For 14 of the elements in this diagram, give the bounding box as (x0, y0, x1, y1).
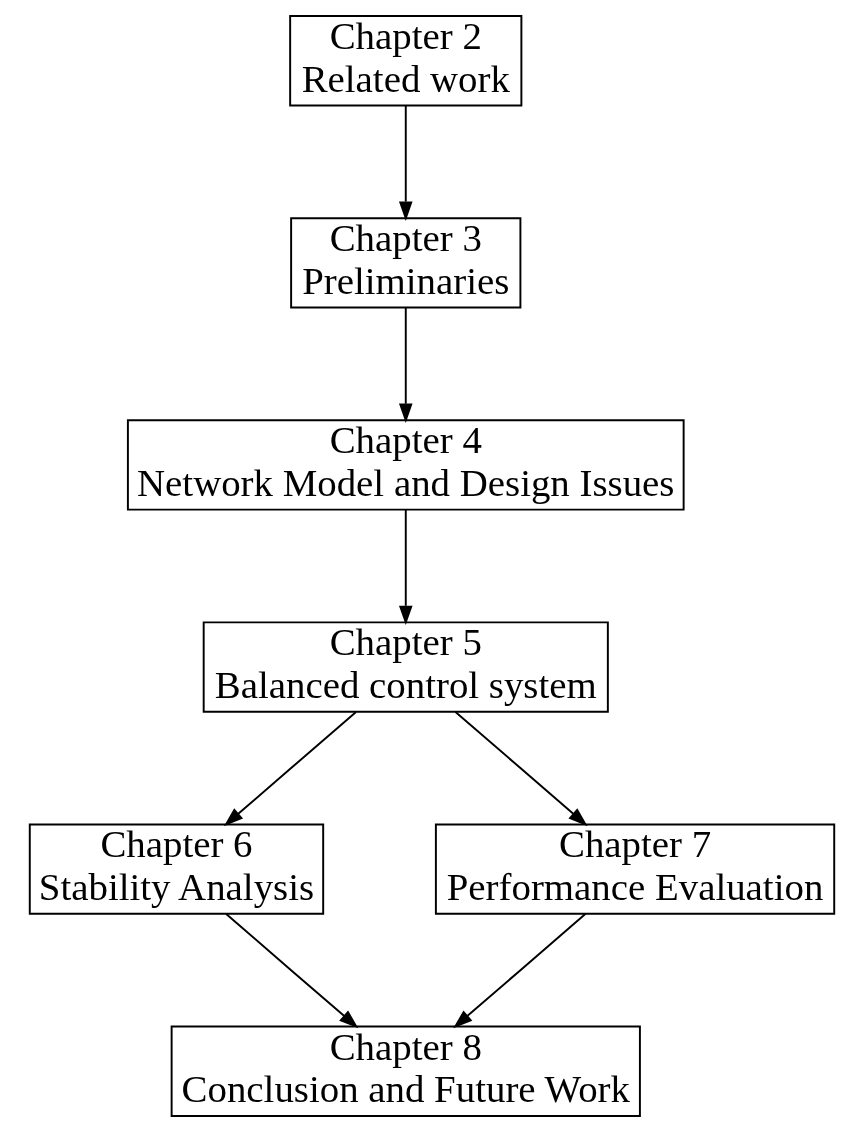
arrow (225, 913, 359, 1029)
arrow (453, 913, 587, 1029)
node-box: Chapter 7 Performance Evaluation (434, 823, 836, 915)
node-box: Chapter 8 Conclusion and Future Work (170, 1025, 641, 1117)
arrow (223, 711, 357, 827)
node-box: Chapter 2 Related work (289, 15, 523, 107)
arrow (454, 711, 588, 827)
arrow (398, 508, 413, 626)
node-box: Chapter 5 Balanced control system (202, 621, 609, 713)
arrow (398, 306, 413, 424)
node-box: Chapter 4 Network Model and Design Issues (126, 419, 685, 511)
node-box: Chapter 3 Preliminaries (290, 217, 522, 309)
node-box: Chapter 6 Stability Analysis (28, 823, 325, 915)
arrow (398, 104, 413, 221)
